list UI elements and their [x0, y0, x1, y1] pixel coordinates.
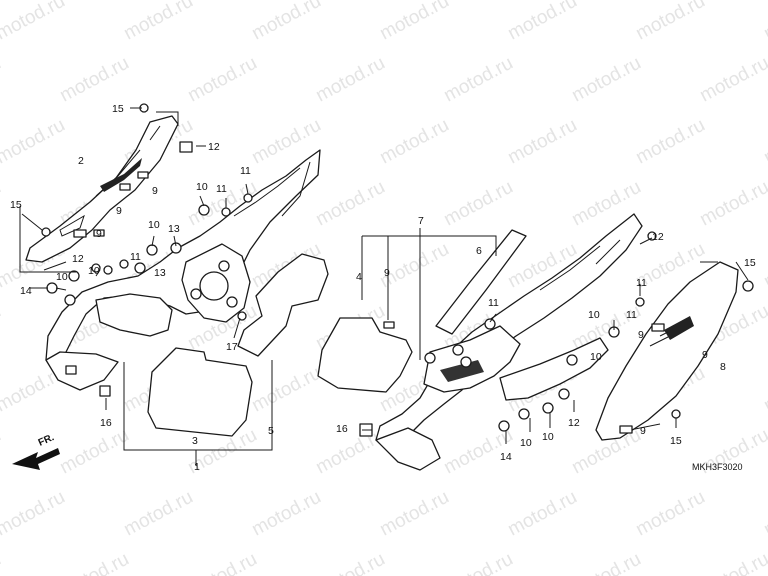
callout-14: 14 [20, 285, 32, 297]
callout-11: 11 [488, 297, 499, 309]
callout-9: 9 [702, 349, 708, 361]
callout-10: 10 [56, 271, 68, 283]
callout-14: 14 [500, 451, 512, 463]
part-4-inner-panel [317, 317, 413, 393]
callout-8: 8 [720, 361, 726, 373]
part-3-inner-panel [147, 347, 253, 437]
callout-12: 12 [568, 417, 580, 429]
front-marker-label: FR. [37, 432, 56, 449]
callout-2: 2 [78, 155, 84, 167]
left-side-cover-assembly [19, 103, 329, 466]
callout-1: 1 [194, 461, 200, 473]
callout-12: 12 [72, 253, 84, 265]
callout-6: 6 [476, 245, 482, 257]
callout-10: 10 [588, 309, 600, 321]
callout-13: 13 [168, 223, 180, 235]
callout-10: 10 [542, 431, 554, 443]
callout-12: 12 [208, 141, 220, 153]
callout-11: 11 [216, 183, 227, 195]
callout-15: 15 [112, 103, 124, 115]
callout-9: 9 [152, 185, 158, 197]
callout-17: 17 [226, 341, 238, 353]
callout-11: 11 [240, 165, 251, 177]
callout-16: 16 [336, 423, 348, 435]
lower-tray [95, 293, 173, 337]
callout-15: 15 [744, 257, 756, 269]
callout-11: 11 [636, 277, 647, 289]
part-8-outer-trim [595, 261, 739, 441]
callout-11: 11 [626, 309, 637, 321]
front-direction-arrow: FR. [12, 432, 60, 470]
part-1-main-side-cover [45, 149, 321, 373]
drawing-code: MKH3F3020 [692, 462, 743, 472]
callout-9: 9 [384, 267, 390, 279]
callout-3: 3 [192, 435, 198, 447]
callout-10: 10 [590, 351, 602, 363]
callout-4: 4 [356, 271, 362, 283]
right-side-cover-assembly [317, 213, 754, 471]
part-5-inner-panel [237, 253, 329, 357]
callout-15: 15 [670, 435, 682, 447]
callout-12: 12 [652, 231, 664, 243]
callout-13: 13 [154, 267, 166, 279]
callout-9: 9 [638, 329, 644, 341]
callout-9: 9 [96, 228, 102, 240]
clip-12 [179, 141, 193, 153]
callout-7: 7 [418, 215, 424, 227]
callout-11: 11 [130, 251, 141, 263]
clip-16 [99, 385, 111, 397]
callout-15: 15 [10, 199, 22, 211]
callout-10: 10 [148, 219, 160, 231]
callout-10: 10 [88, 265, 100, 277]
leader-lines [21, 107, 749, 444]
callout-10: 10 [196, 181, 208, 193]
callout-9: 9 [640, 425, 646, 437]
callout-5: 5 [268, 425, 274, 437]
callout-9: 9 [116, 205, 122, 217]
callout-16: 16 [100, 417, 112, 429]
part-6-top-strip [435, 229, 527, 335]
callout-10: 10 [520, 437, 532, 449]
